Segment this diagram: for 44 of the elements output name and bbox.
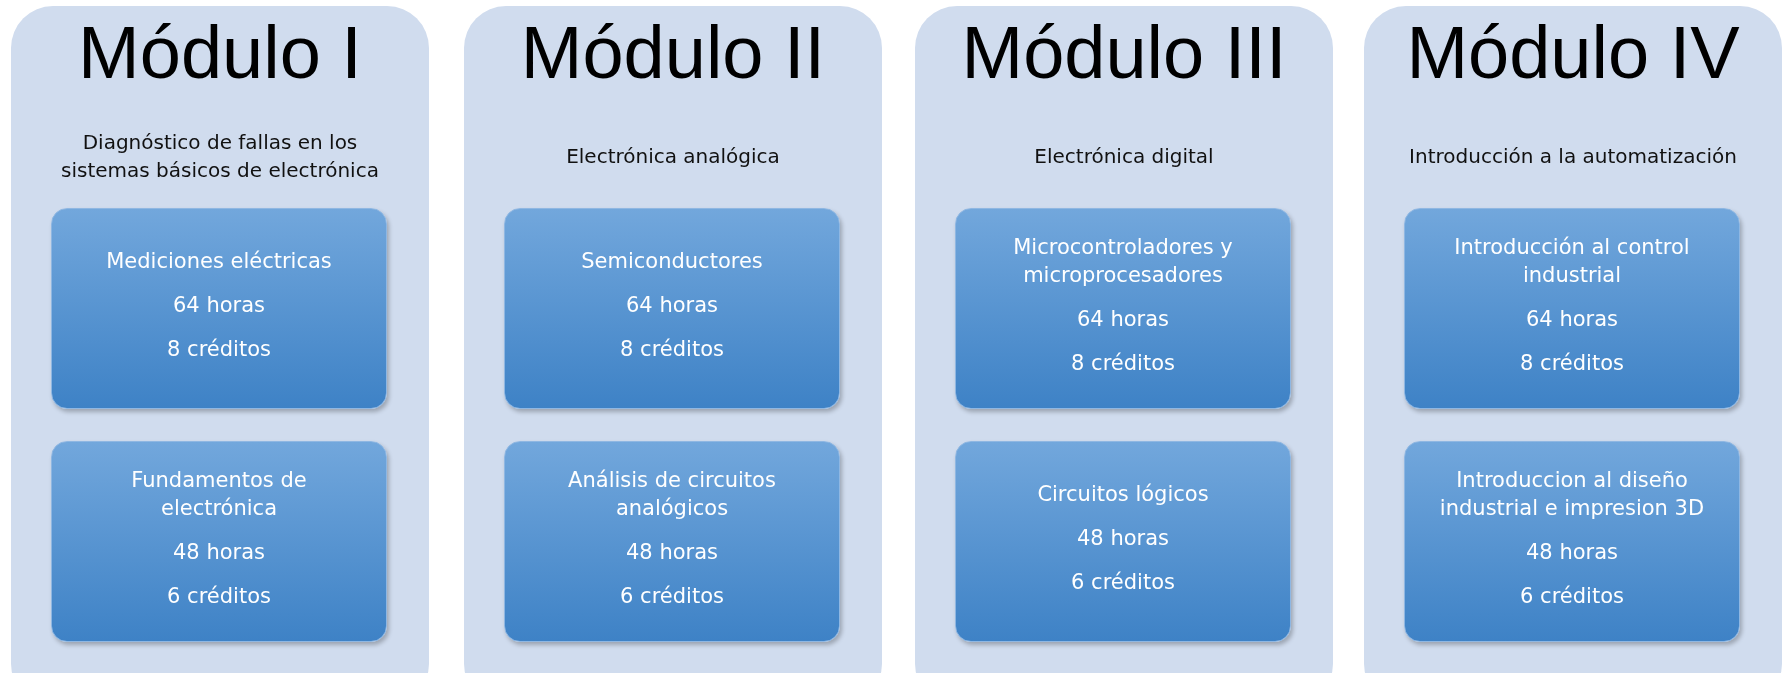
credits-text: 8 créditos	[620, 335, 724, 363]
course-name: Fundamentos de electrónica	[130, 466, 308, 522]
module-panel	[915, 6, 1333, 673]
hours-text: 64 horas	[1526, 305, 1618, 333]
module-subtitle: Diagnóstico de fallas en los sistemas básicos de electrónica	[60, 129, 380, 184]
hours-text: 64 horas	[1077, 305, 1169, 333]
hours-text: 48 horas	[1526, 538, 1618, 566]
module-title: Módulo IV	[1405, 10, 1741, 96]
module-panel	[1364, 6, 1782, 673]
credits-text: 8 créditos	[167, 335, 271, 363]
module-panel	[11, 6, 429, 673]
hours-text: 48 horas	[1077, 524, 1169, 552]
course-card	[955, 208, 1291, 409]
module-title: Módulo II	[519, 10, 827, 96]
course-name: Microcontroladores y microprocesadores	[1012, 233, 1234, 289]
course-name: Mediciones eléctricas	[106, 247, 332, 275]
course-card	[504, 441, 840, 642]
course-card	[1404, 208, 1740, 409]
course-card	[1404, 441, 1740, 642]
course-card	[51, 441, 387, 642]
hours-text: 64 horas	[173, 291, 265, 319]
credits-text: 6 créditos	[167, 582, 271, 610]
hours-text: 48 horas	[173, 538, 265, 566]
module-subtitle: Introducción a la automatización	[1409, 143, 1737, 170]
credits-text: 6 créditos	[1520, 582, 1624, 610]
course-name: Introduccion al diseño industrial e impresion 3D	[1438, 466, 1706, 522]
course-name: Análisis de circuitos analógicos	[567, 466, 777, 522]
hours-text: 48 horas	[626, 538, 718, 566]
course-card	[51, 208, 387, 409]
course-card	[504, 208, 840, 409]
credits-text: 6 créditos	[620, 582, 724, 610]
module-title: Módulo III	[960, 10, 1288, 96]
hours-text: 64 horas	[626, 291, 718, 319]
credits-text: 8 créditos	[1520, 349, 1624, 377]
credits-text: 8 créditos	[1071, 349, 1175, 377]
credits-text: 6 créditos	[1071, 568, 1175, 596]
module-subtitle: Electrónica analógica	[566, 143, 780, 170]
module-panel	[464, 6, 882, 673]
course-name: Semiconductores	[581, 247, 763, 275]
course-name: Circuitos lógicos	[1037, 480, 1209, 508]
course-card	[955, 441, 1291, 642]
course-name: Introducción al control industrial	[1453, 233, 1691, 289]
module-title: Módulo I	[77, 10, 363, 96]
module-subtitle: Electrónica digital	[1034, 143, 1214, 170]
